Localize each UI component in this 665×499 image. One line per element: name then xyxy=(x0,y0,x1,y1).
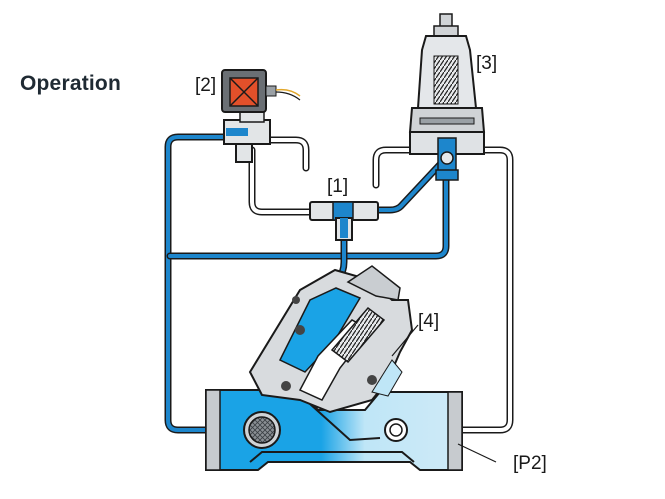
pressure-reducing-pilot-icon xyxy=(408,13,486,181)
callout-main-valve: [4] xyxy=(418,311,440,332)
strainer-icon xyxy=(243,411,281,449)
solenoid-pilot-icon xyxy=(221,69,301,163)
main-valve-icon xyxy=(205,389,463,471)
pilot-tubing-blue xyxy=(164,133,450,434)
needle-valve-fitting-icon xyxy=(309,201,379,241)
valve-cover-assembly xyxy=(248,265,414,414)
callout-pressure-pilot: [3] xyxy=(476,53,498,74)
callout-needle-valve: [1] xyxy=(327,176,349,197)
pilot-tubing-white xyxy=(248,136,514,434)
page-title: Operation xyxy=(20,72,121,95)
callout-solenoid: [2] xyxy=(195,75,217,96)
callout-downstream-pressure: [P2] xyxy=(513,453,547,474)
